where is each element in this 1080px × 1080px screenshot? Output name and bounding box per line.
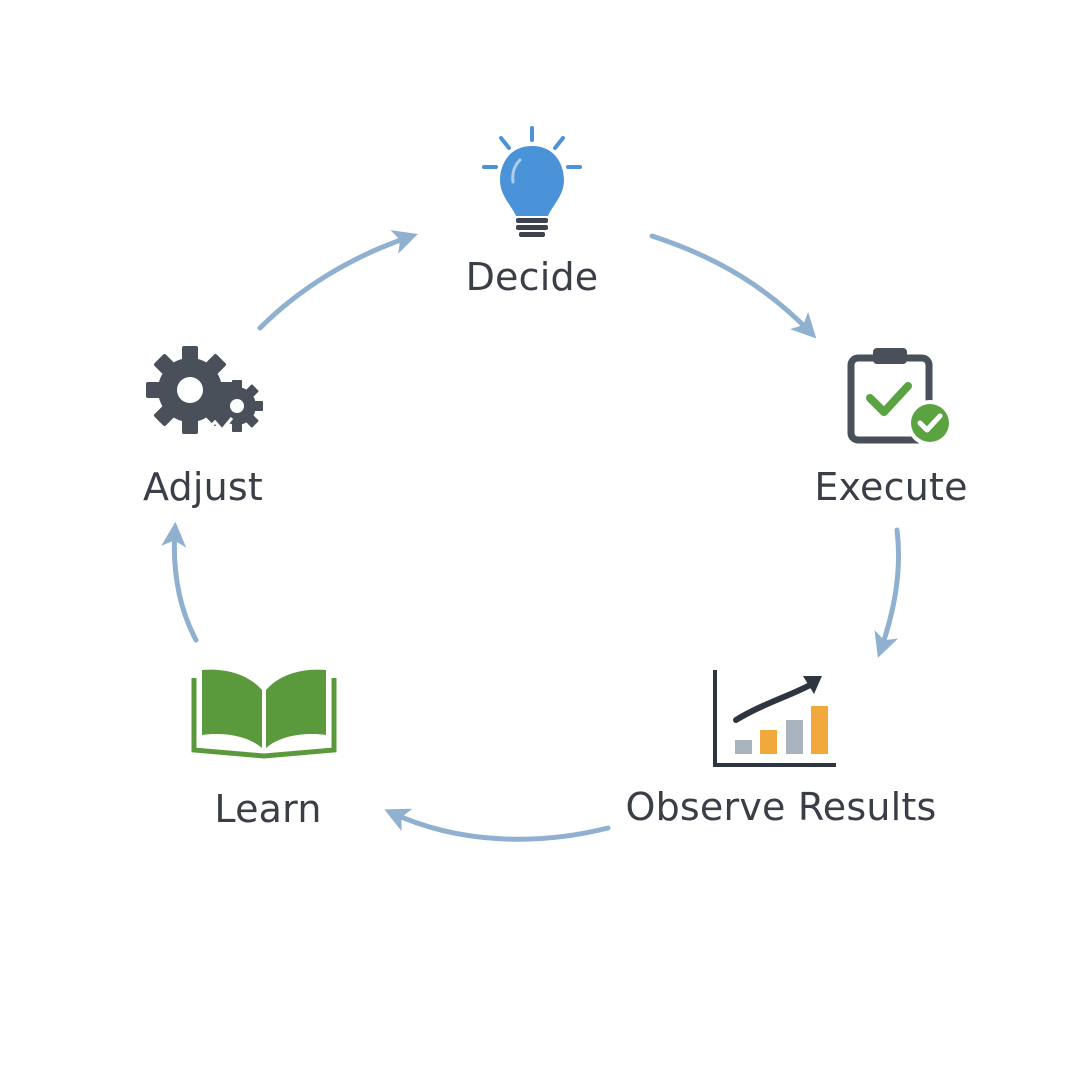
arrow-decide-to-execute (649, 233, 817, 339)
step-label-execute: Execute (814, 465, 968, 509)
arrow-learn-to-adjust (161, 521, 199, 643)
arrow-adjust-to-decide (257, 230, 418, 331)
step-label-adjust: Adjust (143, 465, 263, 509)
step-label-decide: Decide (465, 255, 599, 299)
step-label-learn: Learn (214, 787, 322, 831)
step-label-observe-results: Observe Results (625, 785, 937, 829)
arrow-observe-to-learn (384, 808, 611, 842)
arrow-execute-to-observe (874, 527, 902, 658)
